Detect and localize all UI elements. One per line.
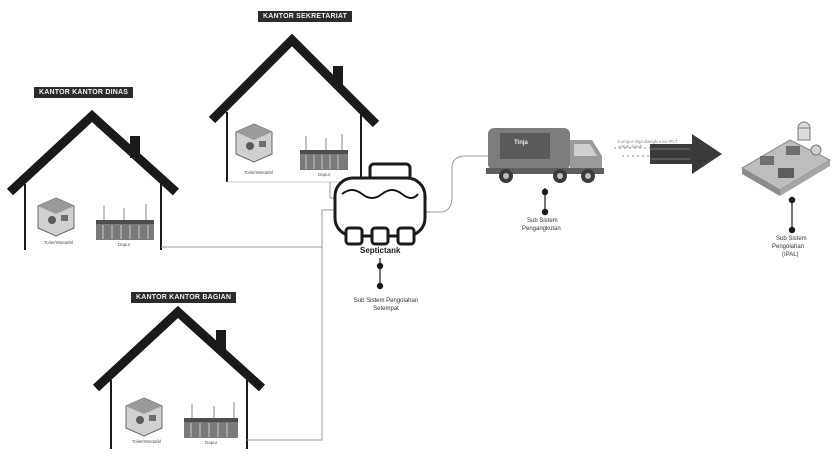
kitchen-icon bbox=[184, 402, 238, 438]
house-roof bbox=[6, 109, 180, 196]
room-label: Toilet/Wastafel bbox=[44, 240, 74, 245]
iplt-subsystem-label-2: Pengolahan bbox=[772, 244, 805, 250]
house-chimney bbox=[216, 330, 226, 352]
iplt-subsystem-label-3: (IPAL) bbox=[782, 252, 799, 258]
pipe-house2 bbox=[161, 209, 345, 248]
house-title: KANTOR KANTOR DINAS bbox=[34, 87, 134, 98]
room-label: Dapur bbox=[205, 440, 218, 445]
house-kantor-sekretariat bbox=[208, 33, 380, 183]
toilet-room-icon bbox=[37, 197, 75, 237]
house-chimney bbox=[333, 66, 343, 88]
transport-arrow bbox=[614, 134, 722, 174]
house-kantor-dinas bbox=[6, 109, 180, 250]
room-label: Toilet/Wastafel bbox=[244, 170, 274, 175]
kitchen-icon bbox=[300, 134, 348, 170]
house-kantor-bagian bbox=[92, 305, 266, 449]
room-label: Dapur bbox=[318, 172, 331, 177]
house-chimney bbox=[130, 136, 140, 158]
truck-tank-text: Tinja bbox=[514, 140, 528, 146]
pipe-septic-to-truck bbox=[420, 155, 490, 213]
truck-subsystem-label-1: Sub Sistem bbox=[527, 218, 558, 224]
arrow-note: Lumpur tinja diangkut ke IPLT untuk diol… bbox=[618, 139, 678, 149]
kitchen-icon bbox=[96, 204, 154, 240]
house-roof bbox=[92, 305, 266, 392]
treatment-plant-icon bbox=[741, 121, 832, 234]
toilet-room-icon bbox=[125, 397, 163, 437]
septic-tank-label: Septictank bbox=[360, 246, 401, 255]
toilet-room-icon bbox=[235, 123, 273, 163]
septic-subsystem-label: Sub Sistem Pengolahan Setempat bbox=[353, 298, 419, 312]
truck-subsystem-label-2: Pengangkutan bbox=[522, 226, 561, 232]
septic-truck-icon bbox=[486, 128, 604, 216]
room-label: Toilet/Wastafel bbox=[132, 439, 162, 444]
house-title: KANTOR SEKRETARIAT bbox=[258, 11, 353, 22]
septic-tank-icon bbox=[333, 162, 427, 290]
house-title: KANTOR KANTOR BAGIAN bbox=[131, 292, 237, 303]
pipe-house3 bbox=[247, 247, 323, 441]
iplt-subsystem-label-1: Sub Sistem bbox=[776, 236, 807, 242]
room-label: Dapur bbox=[118, 242, 131, 247]
house-roof bbox=[208, 33, 380, 128]
